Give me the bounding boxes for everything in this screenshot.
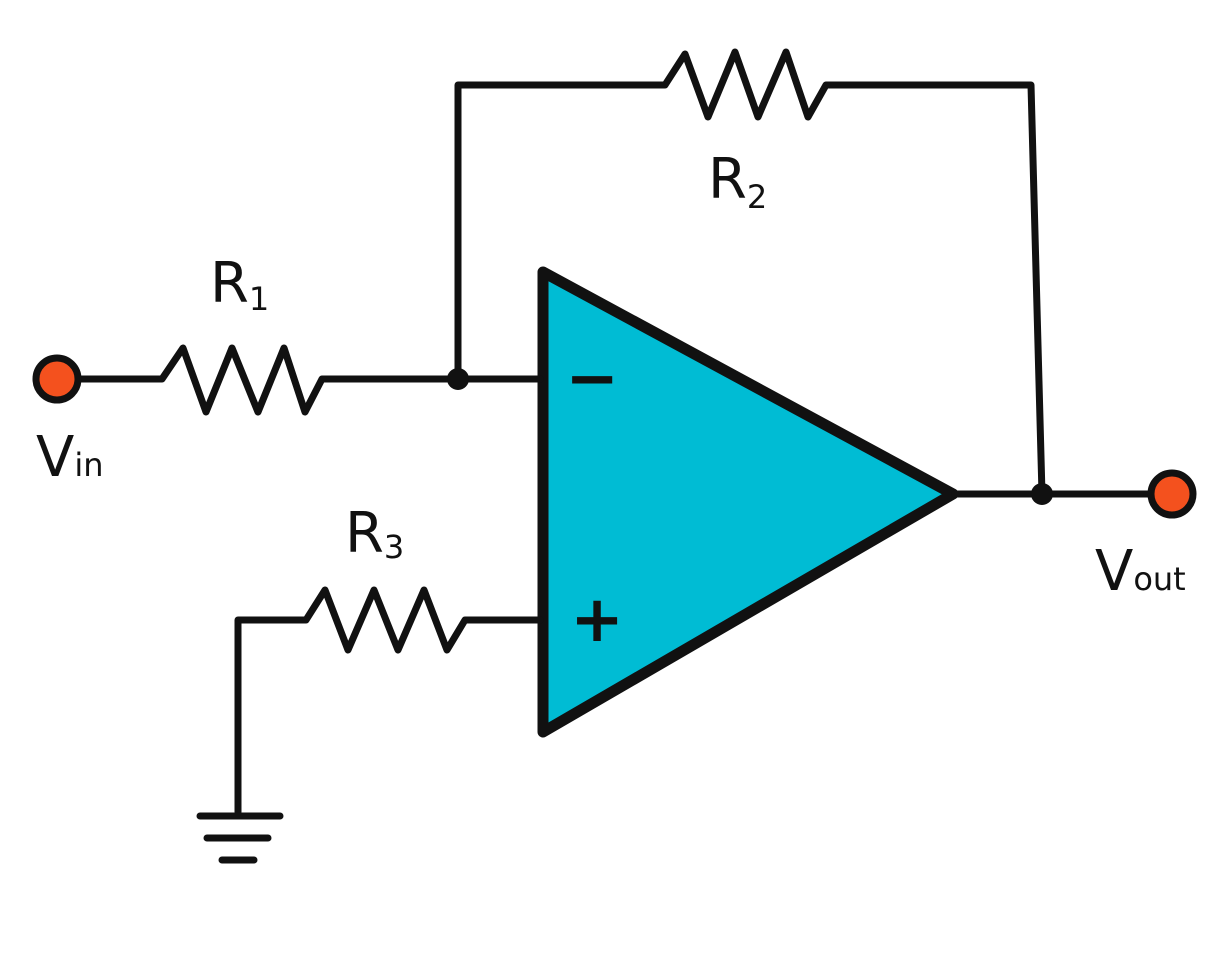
label-vin: Vin [36, 425, 103, 490]
opamp-minus-sign: − [565, 342, 619, 416]
label-r2-sub: 2 [747, 178, 767, 216]
vin-terminal [32, 354, 82, 404]
opamp-body [537, 266, 959, 738]
label-r3-sub: 3 [384, 528, 404, 566]
label-r3-main: R [345, 501, 384, 566]
label-vin-main: V [36, 425, 74, 490]
label-r1: R1 [210, 251, 269, 318]
junction-dot-output [1031, 483, 1053, 505]
input-wire-r1 [54, 344, 544, 416]
label-vout-main: V [1095, 539, 1133, 604]
label-r1-sub: 1 [249, 280, 269, 318]
feedback-wire-r2 [454, 48, 1046, 498]
label-vin-sub: in [74, 446, 103, 484]
label-vout-sub: out [1133, 560, 1185, 598]
label-vout: Vout [1095, 539, 1186, 604]
junction-dot-inverting [447, 368, 469, 390]
label-r2-main: R [708, 147, 747, 212]
label-r2: R2 [708, 147, 767, 216]
opamp-plus-sign: + [570, 583, 624, 657]
vout-terminal [1147, 469, 1197, 519]
ground-icon [196, 812, 284, 864]
label-r3: R3 [345, 501, 404, 566]
ground-wire-r3 [234, 586, 544, 816]
label-r1-main: R [210, 251, 249, 316]
